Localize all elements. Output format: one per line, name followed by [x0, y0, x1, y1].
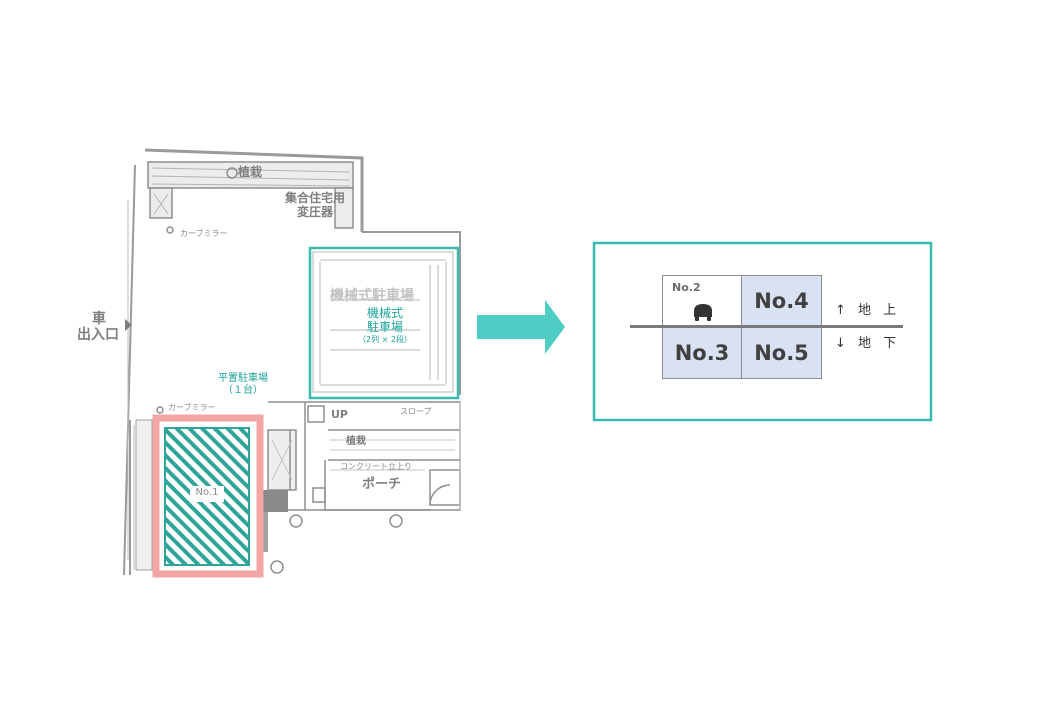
car-entrance-label-line2: 出入口 — [77, 327, 119, 343]
transition-arrow — [477, 300, 565, 354]
building-label-line1: 集合住宅用 — [285, 191, 346, 205]
ghost-mechanical-title: 機械式駐車場 — [330, 288, 414, 304]
up-label: UP — [331, 408, 348, 421]
mechanical-parking-title: 機械式 駐車場 （2列 × 2段） — [342, 306, 428, 344]
concrete-label: コンクリート立上り — [340, 462, 412, 471]
lower-hedge — [135, 419, 153, 571]
boundary-walls — [123, 148, 461, 576]
car-entrance-arrow — [125, 319, 132, 331]
space-no5-label: No.5 — [754, 340, 809, 365]
space-no4-cell: No.4 — [741, 275, 822, 327]
space-no3-cell: No.3 — [662, 326, 742, 379]
space-no2-cell: No.2 — [662, 275, 742, 327]
mechanical-sketch — [312, 251, 454, 393]
curve-mirror-bottom-label: カーブミラー — [168, 403, 216, 412]
flat-parking-label: 平置駐車場 （１台） — [200, 373, 286, 397]
mechanical-parking-title-line1: 機械式 — [366, 306, 403, 320]
space-no4-label: No.4 — [754, 289, 809, 313]
pillar — [262, 490, 288, 512]
porch-label: ポーチ — [362, 477, 402, 492]
curve-mirror-top-label: カーブミラー — [180, 229, 228, 238]
flat-parking-label-line2: （１台） — [223, 385, 263, 396]
car-entrance-label-line1: 車 — [92, 311, 106, 327]
top-hedge — [147, 161, 354, 229]
building-label-line2: 変圧器 — [297, 205, 334, 219]
below-ground-label: ↓ 地 下 — [835, 336, 901, 351]
flat-parking-label-line1: 平置駐車場 — [218, 373, 268, 384]
space-no2-label: No.2 — [672, 281, 701, 294]
ground-line — [630, 325, 903, 328]
space-no1-label: No.1 — [195, 487, 219, 498]
above-ground-label: ↑ 地 上 — [835, 303, 901, 318]
lower-hedge-label: 植栽 — [346, 436, 366, 447]
mechanical-parking-title-line2: 駐車場 — [366, 320, 403, 335]
space-no5-cell: No.5 — [741, 326, 822, 379]
markers — [156, 167, 403, 574]
no1-label-bg — [190, 486, 224, 502]
lower-building-texture — [271, 402, 461, 510]
top-hedge-texture — [151, 167, 351, 215]
car-icon — [694, 304, 712, 321]
space-no3-label: No.3 — [674, 340, 730, 365]
mechanical-parking-subtitle: （2列 × 2段） — [358, 334, 412, 344]
mechanical-parking-outline — [308, 246, 460, 400]
slope-label: スロープ — [400, 407, 432, 416]
flat-parking-frame — [152, 414, 264, 578]
top-hedge-label: 植栽 — [238, 165, 263, 179]
pillar-lower — [260, 512, 268, 552]
lower-building — [267, 401, 461, 511]
